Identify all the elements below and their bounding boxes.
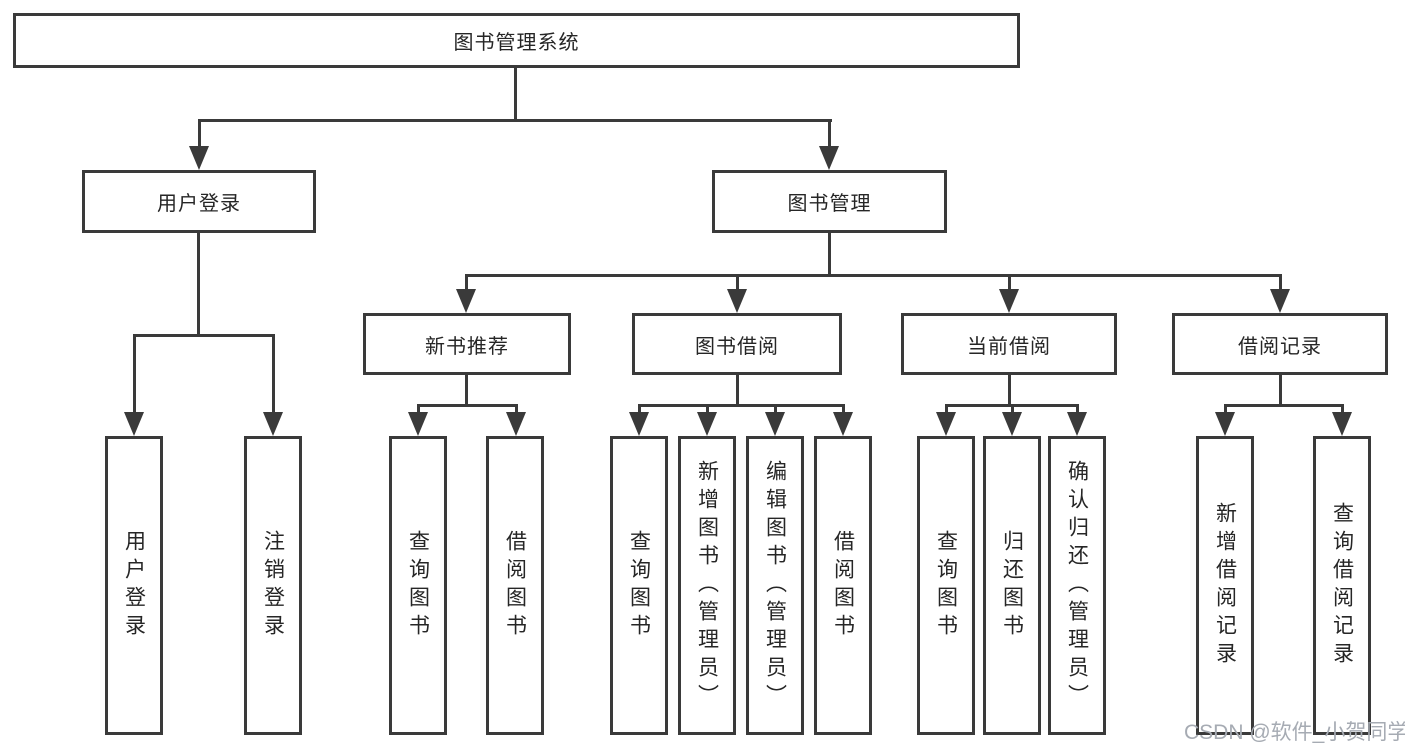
node-user-login: 用户登录: [82, 170, 316, 233]
arrow-down-icon: [833, 412, 853, 436]
leaf-current-confirm-return-admin: 确认归还（管理员）: [1048, 436, 1106, 735]
arrow-down-icon: [408, 412, 428, 436]
node-book-management: 图书管理: [712, 170, 947, 233]
arrow-down-icon: [697, 412, 717, 436]
connector-line: [198, 119, 201, 150]
connector-line: [1279, 375, 1282, 406]
csdn-watermark: CSDN @软件_小贺同学: [1184, 721, 1405, 744]
node-root: 图书管理系统: [13, 13, 1020, 68]
leaf-borrow-borrow-books: 借阅图书: [814, 436, 872, 735]
leaf-current-return-books: 归还图书: [983, 436, 1041, 735]
connector-line: [417, 404, 420, 415]
arrow-down-icon: [1215, 412, 1235, 436]
connector-line: [638, 404, 641, 415]
connector-line: [1076, 404, 1079, 415]
connector-line: [1224, 404, 1227, 415]
node-book-borrow: 图书借阅: [632, 313, 842, 375]
arrow-down-icon: [1270, 289, 1290, 313]
arrow-down-icon: [936, 412, 956, 436]
arrow-down-icon: [1067, 412, 1087, 436]
connector-line: [514, 68, 517, 120]
connector-line: [133, 334, 275, 337]
leaf-borrow-edit-books-admin: 编辑图书（管理员）: [746, 436, 804, 735]
arrow-down-icon: [189, 146, 209, 170]
connector-line: [1224, 404, 1344, 407]
arrow-down-icon: [999, 289, 1019, 313]
connector-line: [133, 334, 136, 415]
leaf-borrow-add-books-admin: 新增图书（管理员）: [678, 436, 736, 735]
leaf-user-login: 用户登录: [105, 436, 163, 735]
connector-line: [1008, 274, 1011, 292]
leaf-logout: 注销登录: [244, 436, 302, 735]
arrow-down-icon: [1332, 412, 1352, 436]
node-current-borrow: 当前借阅: [901, 313, 1117, 375]
connector-line: [465, 274, 468, 292]
leaf-borrow-query-books: 查询图书: [610, 436, 668, 735]
connector-line: [272, 334, 275, 415]
node-new-book-recommend: 新书推荐: [363, 313, 571, 375]
connector-line: [736, 375, 739, 406]
leaf-current-query-books: 查询图书: [917, 436, 975, 735]
connector-line: [465, 375, 468, 406]
connector-line: [828, 119, 831, 150]
leaf-newbook-borrow-books: 借阅图书: [486, 436, 544, 735]
arrow-down-icon: [124, 412, 144, 436]
connector-line: [197, 233, 200, 336]
arrow-down-icon: [629, 412, 649, 436]
leaf-newbook-query-books: 查询图书: [389, 436, 447, 735]
connector-line: [465, 274, 1282, 277]
connector-line: [1341, 404, 1344, 415]
connector-line: [736, 274, 739, 292]
connector-line: [774, 404, 777, 415]
arrow-down-icon: [456, 289, 476, 313]
connector-line: [417, 404, 518, 407]
arrow-down-icon: [727, 289, 747, 313]
connector-line: [1008, 375, 1011, 406]
arrow-down-icon: [765, 412, 785, 436]
connector-line: [828, 233, 831, 276]
arrow-down-icon: [263, 412, 283, 436]
connector-line: [842, 404, 845, 415]
connector-line: [515, 404, 518, 415]
connector-line: [638, 404, 845, 407]
leaf-records-query-record: 查询借阅记录: [1313, 436, 1371, 735]
connector-line: [1279, 274, 1282, 292]
connector-line: [1011, 404, 1014, 415]
connector-line: [945, 404, 948, 415]
arrow-down-icon: [506, 412, 526, 436]
node-borrow-records: 借阅记录: [1172, 313, 1388, 375]
arrow-down-icon: [1002, 412, 1022, 436]
leaf-records-add-record: 新增借阅记录: [1196, 436, 1254, 735]
connector-line: [706, 404, 709, 415]
connector-line: [198, 119, 832, 122]
arrow-down-icon: [819, 146, 839, 170]
